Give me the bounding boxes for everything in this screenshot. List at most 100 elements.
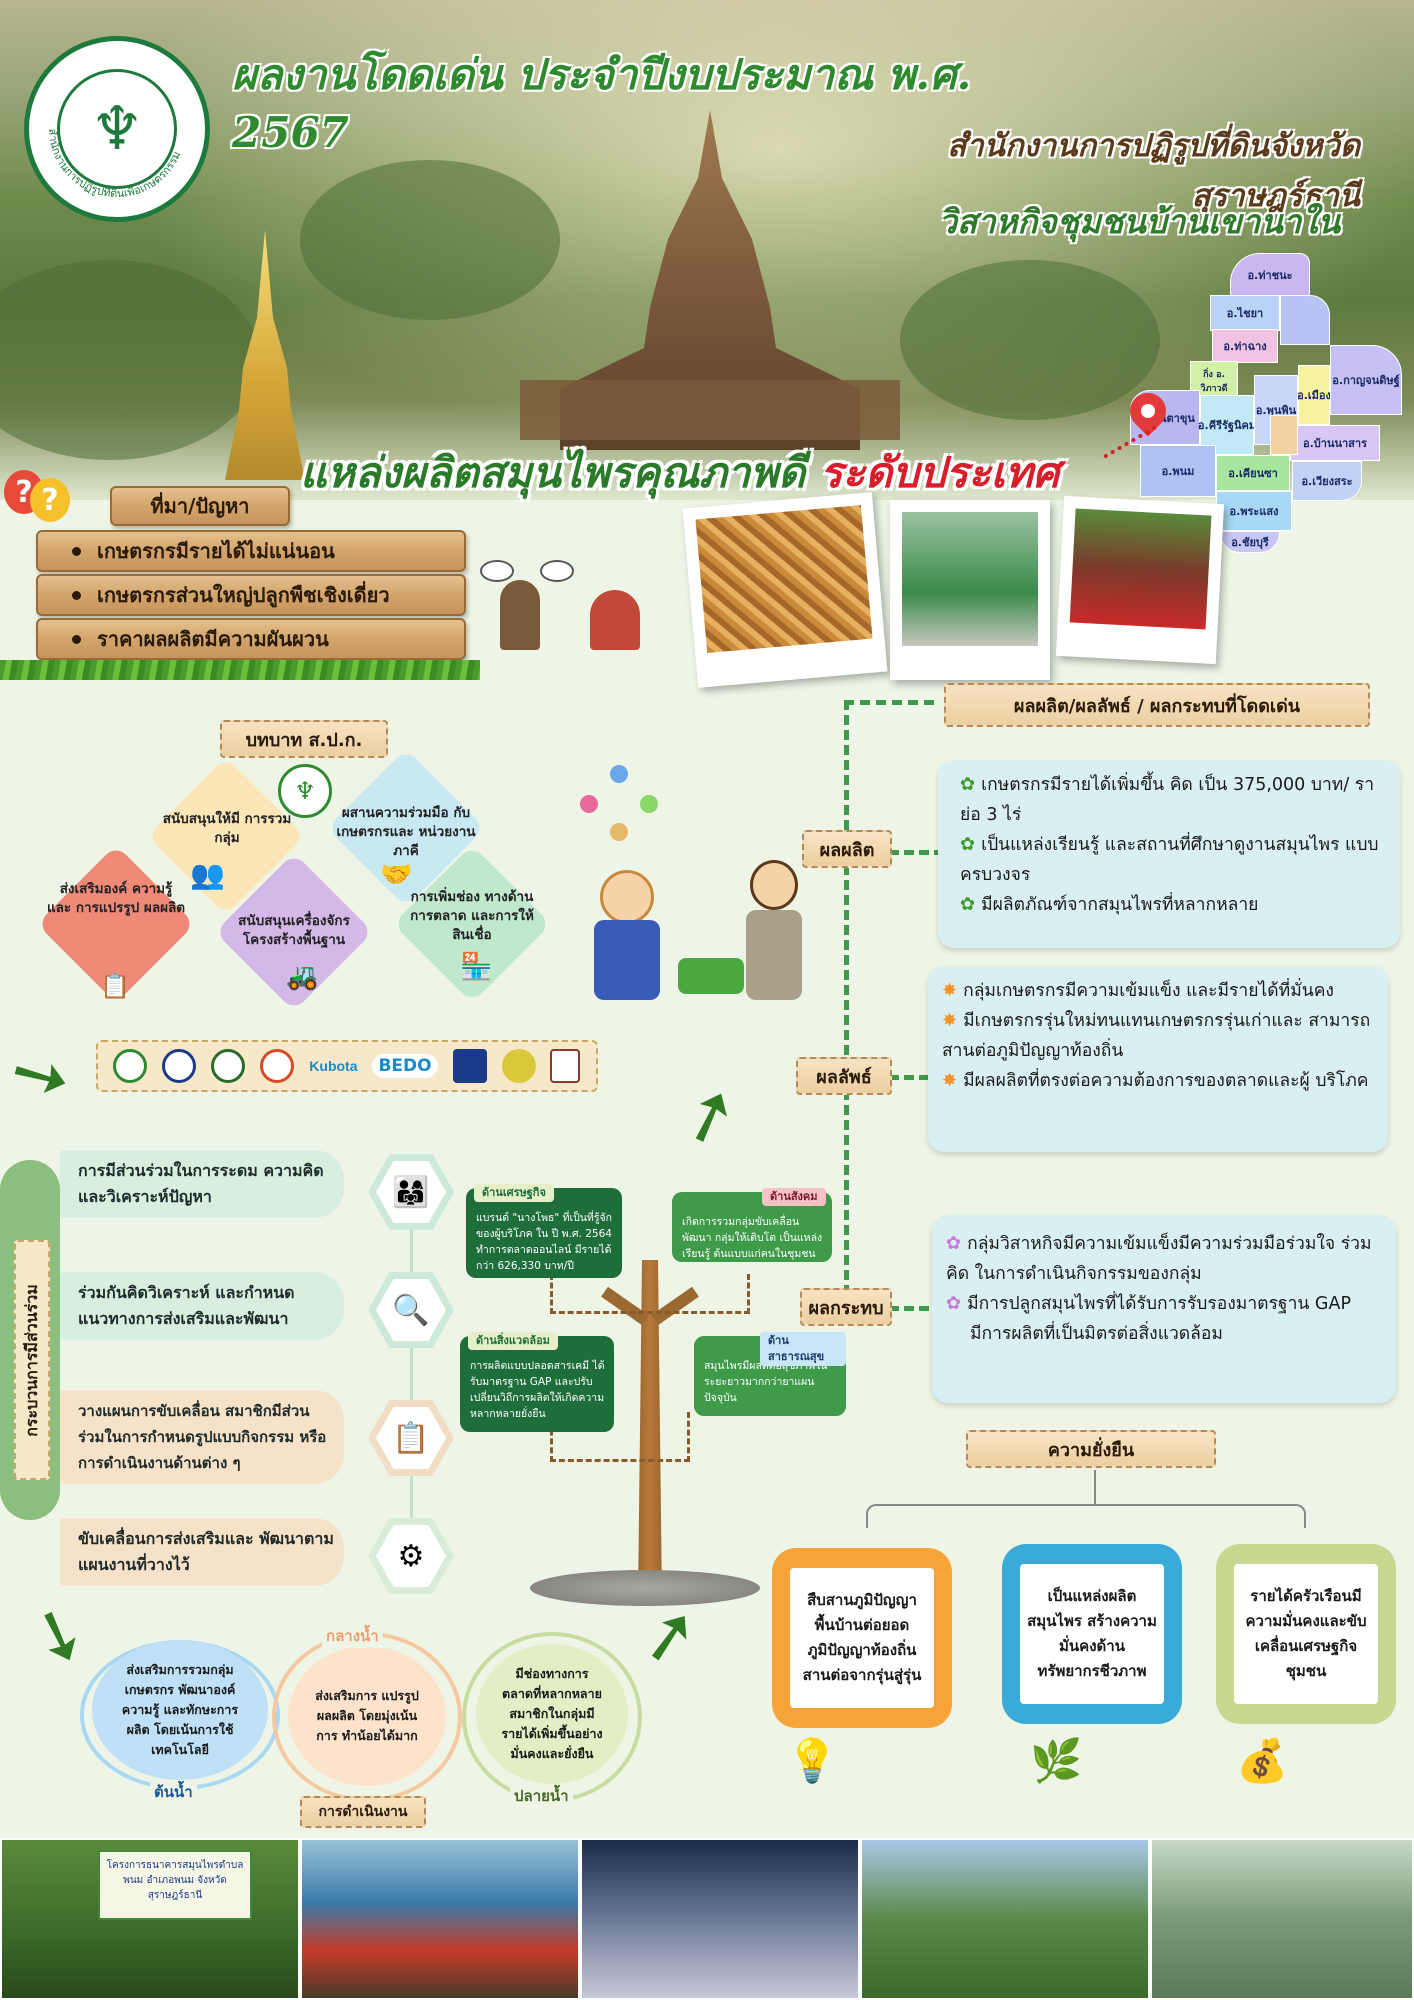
problem-heading: ที่มา/ปัญหา [150,494,250,518]
problem-heading-plank: ที่มา/ปัญหา [110,486,290,526]
midstream-circle: ส่งเสริมการ แปรรูปผลผลิต โดยมุ่งเน้นการ … [288,1646,446,1786]
brainstorm-icon: 👨‍👩‍👧 [376,1161,446,1223]
district-mueang: อ.เมือง [1297,365,1331,425]
output-item-3: ✿มีผลิตภัณฑ์จากสมุนไพรที่หลากหลาย [960,894,1259,915]
roles-heading: บทบาท ส.ป.ก. [220,720,388,758]
forest-right [900,260,1160,420]
role-text-4: สนับสนุนเครื่องจักร โครงสร้างพื้นฐาน [238,913,350,948]
role-text-5: การเพิ่มช่อง ทางด้านการตลาด และการให้สิน… [410,889,534,943]
location-pin-dot [1141,404,1155,418]
partner-logo-3 [211,1049,246,1083]
problem-item-2: เกษตรกรส่วนใหญ่ปลูกพืชเชิงเดี่ยว [36,574,466,616]
district-kanchanadit: อ.กาญจนดิษฐ์ [1330,345,1402,415]
process-line [410,1190,413,1560]
grass-strip [0,660,480,680]
impact-card: ✿กลุ่มวิสาหกิจมีความเข้มแข็งมีความร่วมมื… [932,1215,1396,1403]
impact-item-3: มีการผลิตที่เป็นมิตรต่อสิ่งแวดล้อม [970,1324,1223,1344]
process-hex-3: 📋 [368,1400,454,1476]
outcome-item-1: ✸กลุ่มเกษตรกรมีความเข้มแข็ง และมีรายได้ท… [942,980,1334,1001]
partner-logo-6 [501,1049,536,1083]
environment-tag: ด้านสิ่งแวดล้อม [468,1332,558,1350]
district-bannasan: อ.บ้านนาสาร [1290,425,1380,461]
tree-connector-bottom [550,1412,690,1462]
money-bag-icon: 💰 [1236,1736,1289,1785]
outcome-connector [844,1075,944,1080]
impact-connector [844,1306,944,1311]
sustainability-text-3: รายได้ครัวเรือนมี ความมั่นคงและขับ เคลื่… [1234,1564,1378,1704]
outcome-item-2: ✸มีเกษตรกรรุ่นใหม่ทนแทนเกษตรกรรุ่นเก่าแล… [942,1010,1371,1061]
sustainability-heading: ความยั่งยืน [966,1430,1216,1468]
process-heading: กระบวนการมีส่วนร่วม [21,1283,41,1437]
province-map: อ.ท่าชนะ อ.ไชยา อ.ท่าฉาง กิ่ง อ. วิภาวดี… [1120,245,1410,553]
farmer-illustration [480,560,670,670]
bottom-photo-4 [860,1838,1150,2000]
partner-logos-strip: Kubota BEDO [96,1040,598,1092]
health-box: ด้านสาธารณสุข สมุนไพรมีผลดีต่อสุขภาพใน ร… [694,1332,846,1416]
bottom-photo-1: โครงการธนาคารสมุนไพรตำบลพนม อำเภอพนม จัง… [0,1838,300,2000]
tree-rocks [530,1570,760,1606]
district-wiangsa: อ.เวียงสระ [1292,461,1362,501]
partner-logo-1 [113,1049,148,1083]
district-phrasaeng: อ.พระแสง [1216,491,1292,531]
upstream-label: ต้นน้ำ [150,1780,197,1804]
pagoda-base-wall [520,380,900,440]
district-thachana: อ.ท่าชนะ [1230,253,1310,297]
role-text-3: ส่งเสริมองค์ ความรู้ และ การแปรรูป ผลผลิ… [46,881,186,916]
down-arrow-icon: ➘ [0,1024,86,1126]
process-step-1: การมีส่วนร่วมในการระดม ความคิดและวิเคราะ… [60,1150,344,1218]
health-text: สมุนไพรมีผลดีต่อสุขภาพใน ระยะยาวมากกว่าย… [704,1360,828,1404]
training-icon: 📋 [100,972,130,1000]
gears-team-icon: ⚙ [376,1525,446,1587]
results-connector-top [844,700,934,705]
economy-tag: ด้านเศรษฐกิจ [474,1184,554,1202]
enterprise-name: วิสาหกิจชุมชนบ้านเขานาใน [938,202,1340,241]
project-banner: โครงการธนาคารสมุนไพรตำบลพนม อำเภอพนม จัง… [98,1850,252,1920]
downstream-circle: มีช่องทางการ ตลาดที่หลากหลาย สมาชิกในกลุ… [476,1644,628,1784]
social-text: เกิดการรวมกลุ่มขับเคลื่อนพัฒนา กลุ่มให้เ… [682,1216,823,1260]
sustainability-text-1: สืบสานภูมิปัญญา พื้นบ้านต่อยอด ภูมิปัญญา… [790,1568,934,1708]
health-tag: ด้านสาธารณสุข [760,1332,846,1366]
outcome-item-3: ✸มีผลผลิตที่ตรงต่อความต้องการของตลาดและผ… [942,1070,1369,1091]
process-step-3: วางแผนการขับเคลื่อน สมาชิกมีส่วน ร่วมในก… [60,1390,344,1484]
sustainability-text-2: เป็นแหล่งผลิต สมุนไพร สร้างความ มั่นคงด้… [1020,1564,1164,1704]
district-khiansa: อ.เคียนซา [1216,455,1290,491]
operation-footer-label: การดำเนินงาน [300,1796,426,1828]
district-phanom: อ.พนม [1140,445,1216,497]
partner-logo-5 [452,1049,487,1083]
environment-text: การผลิตแบบปลอดสารเคมี ได้ รับมาตรฐาน GAP… [470,1360,605,1420]
office-name: สำนักงานการปฏิรูปที่ดินจังหวัดสุราษฎร์ธา… [947,128,1360,214]
herb-plant-icon: 🌿 [1030,1736,1083,1785]
district-bannadoem [1270,415,1298,455]
output-item-2: ✿เป็นแหล่งเรียนรู้ และสถานที่ศึกษาดูงานส… [960,834,1379,885]
process-hex-2: 🔍 [368,1272,454,1348]
process-step-4: ขับเคลื่อนการส่งเสริมและ พัฒนาตามแผนงานท… [60,1518,344,1586]
wisdom-lightbulb-icon: 💡 [786,1736,839,1785]
sustainability-branches [866,1504,1306,1528]
photo-group-activity [890,500,1050,680]
analysis-chart-icon: 🔍 [376,1279,446,1341]
upstream-circle: ส่งเสริมการรวมกลุ่ม เกษตรกร พัฒนาองค์ คว… [92,1640,268,1780]
page-title: ผลงานโดดเด่น ประจำปีงบประมาณ พ.ศ. 2567 [232,50,972,157]
impact-item-1: ✿กลุ่มวิสาหกิจมีความเข้มแข็งมีความร่วมมื… [946,1233,1372,1284]
partner-logo-2 [162,1049,197,1083]
photo-dried-herbs [682,492,888,688]
district-dummy [1280,295,1330,345]
process-step-2: ร่วมกันคิดวิเคราะห์ และกำหนด แนวทางการส่… [60,1272,344,1340]
output-connector [844,850,944,855]
sustainability-stem [1094,1470,1096,1504]
role-text-1: สนับสนุนให้มี การรวมกลุ่ม [162,811,292,846]
process-hex-4: ⚙ [368,1518,454,1594]
planning-board-icon: 📋 [376,1407,446,1469]
district-thachang: อ.ท่าฉาง [1212,329,1278,363]
deity-emblem-icon: ♆ [57,69,177,189]
partner-logo-7 [550,1049,581,1083]
down-right-arrow-icon: ➘ [17,1586,101,1684]
handshake-icon: 🤝 [380,860,413,890]
network-icon [580,765,660,845]
results-heading: ผลผลิต/ผลลัพธ์ / ผลกระทบที่โดดเด่น [944,683,1370,727]
alro-logo: ♆ สำนักงานการปฏิรูปที่ดินเพื่อเกษตรกรรม [24,36,210,222]
forest-left [0,260,260,460]
results-connector-vertical [844,700,849,1310]
market-stall-icon: 🏪 [460,952,493,982]
process-hex-1: 👨‍👩‍👧 [368,1154,454,1230]
